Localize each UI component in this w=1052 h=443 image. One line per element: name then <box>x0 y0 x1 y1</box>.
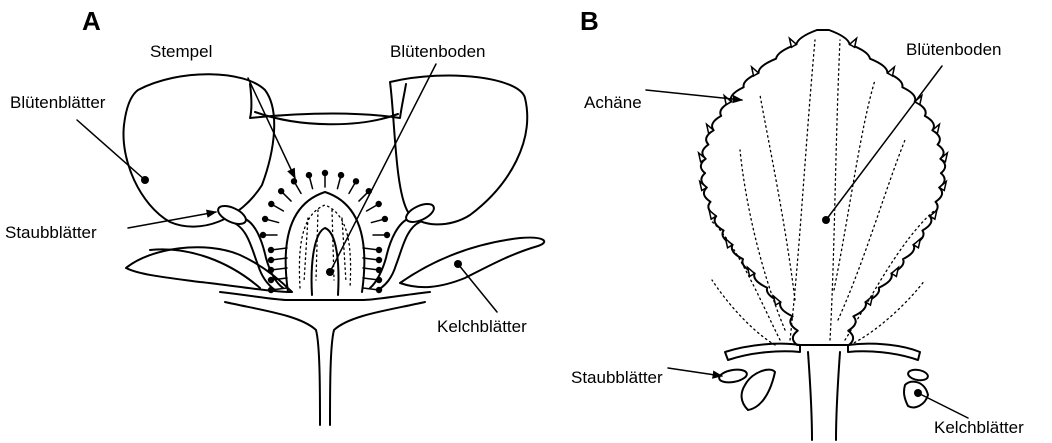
panel-a: A <box>5 6 544 425</box>
pistil <box>337 172 344 189</box>
achene <box>789 38 796 47</box>
arrow-b-staubblaetter <box>668 368 722 376</box>
flower-a-pistils <box>260 170 390 293</box>
fruit-b-base <box>718 344 929 440</box>
achene <box>887 67 894 76</box>
flower-a-stem <box>220 292 430 425</box>
line-b-kelchblaetter <box>918 393 968 418</box>
pistil <box>322 170 328 187</box>
label-b-staubblaetter: Staubblätter <box>571 368 663 387</box>
dot-a-bluetenboden <box>326 268 334 276</box>
pistil <box>373 232 390 238</box>
pistil <box>268 267 287 273</box>
dot-a-bluetenblaetter <box>141 176 149 184</box>
label-a-kelchblaetter: Kelchblätter <box>437 317 527 336</box>
dot-a-kelchblaetter <box>454 260 462 268</box>
achene <box>752 67 759 76</box>
pistil <box>371 216 388 223</box>
pistil <box>363 257 382 263</box>
panel-a-tag: A <box>82 6 101 36</box>
pistil <box>363 287 382 293</box>
pistil <box>363 267 382 273</box>
achene <box>850 38 857 47</box>
arrow-a-stempel <box>248 78 295 178</box>
arrow-b-achaene <box>646 90 742 100</box>
label-a-bluetenblaetter: Blütenblätter <box>10 93 106 112</box>
pistil <box>349 178 359 193</box>
label-a-stempel: Stempel <box>150 42 212 61</box>
flower-a-receptacle <box>286 192 365 295</box>
pistil <box>260 232 277 238</box>
panel-b: B Achäne Bl <box>571 6 1024 440</box>
dot-b-bluetenboden <box>822 216 830 224</box>
label-a-bluetenboden: Blütenboden <box>390 42 485 61</box>
label-b-bluetenboden: Blütenboden <box>906 40 1001 59</box>
pistil <box>363 247 382 253</box>
label-b-kelchblaetter: Kelchblätter <box>934 418 1024 437</box>
line-a-bluetenboden <box>330 64 436 272</box>
pistil <box>306 172 313 189</box>
pistil <box>268 247 287 253</box>
flower-a-petals <box>123 74 527 226</box>
pistil <box>291 178 301 193</box>
pistil <box>363 277 382 283</box>
pistil <box>262 216 279 223</box>
panel-b-tag: B <box>580 6 599 36</box>
pistil <box>278 188 291 201</box>
label-a-staubblaetter: Staubblätter <box>5 223 97 242</box>
line-a-bluetenblaetter <box>77 120 145 180</box>
pistil <box>367 201 382 211</box>
fruit-outline <box>701 30 945 345</box>
label-b-achaene: Achäne <box>584 93 642 112</box>
dot-b-kelchblaetter <box>914 389 922 397</box>
pistil <box>268 257 287 263</box>
pistil <box>268 201 283 211</box>
